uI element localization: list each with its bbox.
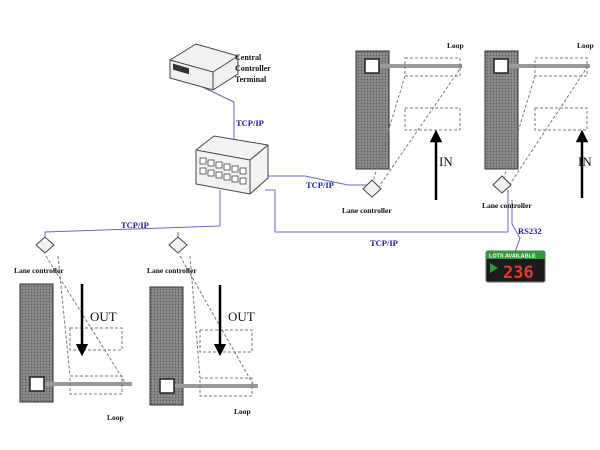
- sign-count: 236: [503, 263, 534, 283]
- loop-lower: [199, 377, 253, 397]
- lane-out-right: [149, 236, 258, 406]
- lane-controller-device: [35, 236, 55, 254]
- lane-out-left: [19, 236, 132, 403]
- loop-upper: [404, 57, 461, 77]
- loop-label-out-right: Loop: [234, 407, 251, 416]
- lane-controller-label-out-right: Lane controller: [147, 266, 197, 275]
- direction-label-in-right: IN: [578, 154, 592, 169]
- loop-lower: [69, 375, 123, 395]
- loop-lower: [534, 107, 588, 131]
- sign-arrow-icon: [490, 263, 498, 273]
- direction-label-in-left: IN: [439, 154, 453, 169]
- lane-in-right: [484, 50, 590, 198]
- barrier-motor: [29, 376, 45, 392]
- lots-available-sign: LOTS AVAILABLE 236: [485, 250, 546, 283]
- link-label-lane-in-right: TCP/IP: [370, 238, 398, 248]
- lane-controller-label-in-left: Lane controller: [342, 206, 392, 215]
- loop-label-in-right: Loop: [577, 41, 594, 50]
- loop-upper: [199, 329, 253, 353]
- terminal-label-line2: Controller: [235, 64, 271, 73]
- lane-controller-device: [492, 175, 512, 194]
- network-hub: [195, 135, 269, 195]
- link-label-terminal: TCP/IP: [236, 118, 264, 128]
- terminal-label-line3: Terminal: [235, 75, 267, 84]
- direction-label-out-right: OUT: [228, 309, 255, 324]
- lane-controller-device: [362, 179, 382, 198]
- loop-upper: [69, 327, 123, 351]
- central-controller-terminal: [169, 43, 239, 91]
- lane-controller-device: [168, 236, 188, 254]
- terminal-label-line1: Central: [235, 53, 262, 62]
- sign-title: LOTS AVAILABLE: [489, 254, 536, 260]
- barrier-motor: [364, 58, 380, 74]
- lane-controller-label-out-left: Lane controller: [14, 266, 64, 275]
- barrier-motor: [159, 378, 175, 394]
- loop-label-out-left: Loop: [107, 413, 124, 422]
- barrier-motor: [493, 58, 509, 74]
- link-label-lanes-out: TCP/IP: [121, 220, 149, 230]
- link-label-lane-in-left: TCP/IP: [306, 180, 334, 190]
- link-label-rs232: RS232: [518, 226, 542, 236]
- lane-in-left: [355, 50, 463, 200]
- loop-lower: [404, 107, 461, 131]
- direction-label-out-left: OUT: [90, 309, 117, 324]
- lane-controller-label-in-right: Lane controller: [482, 201, 532, 210]
- loop-label-in-left: Loop: [447, 41, 464, 50]
